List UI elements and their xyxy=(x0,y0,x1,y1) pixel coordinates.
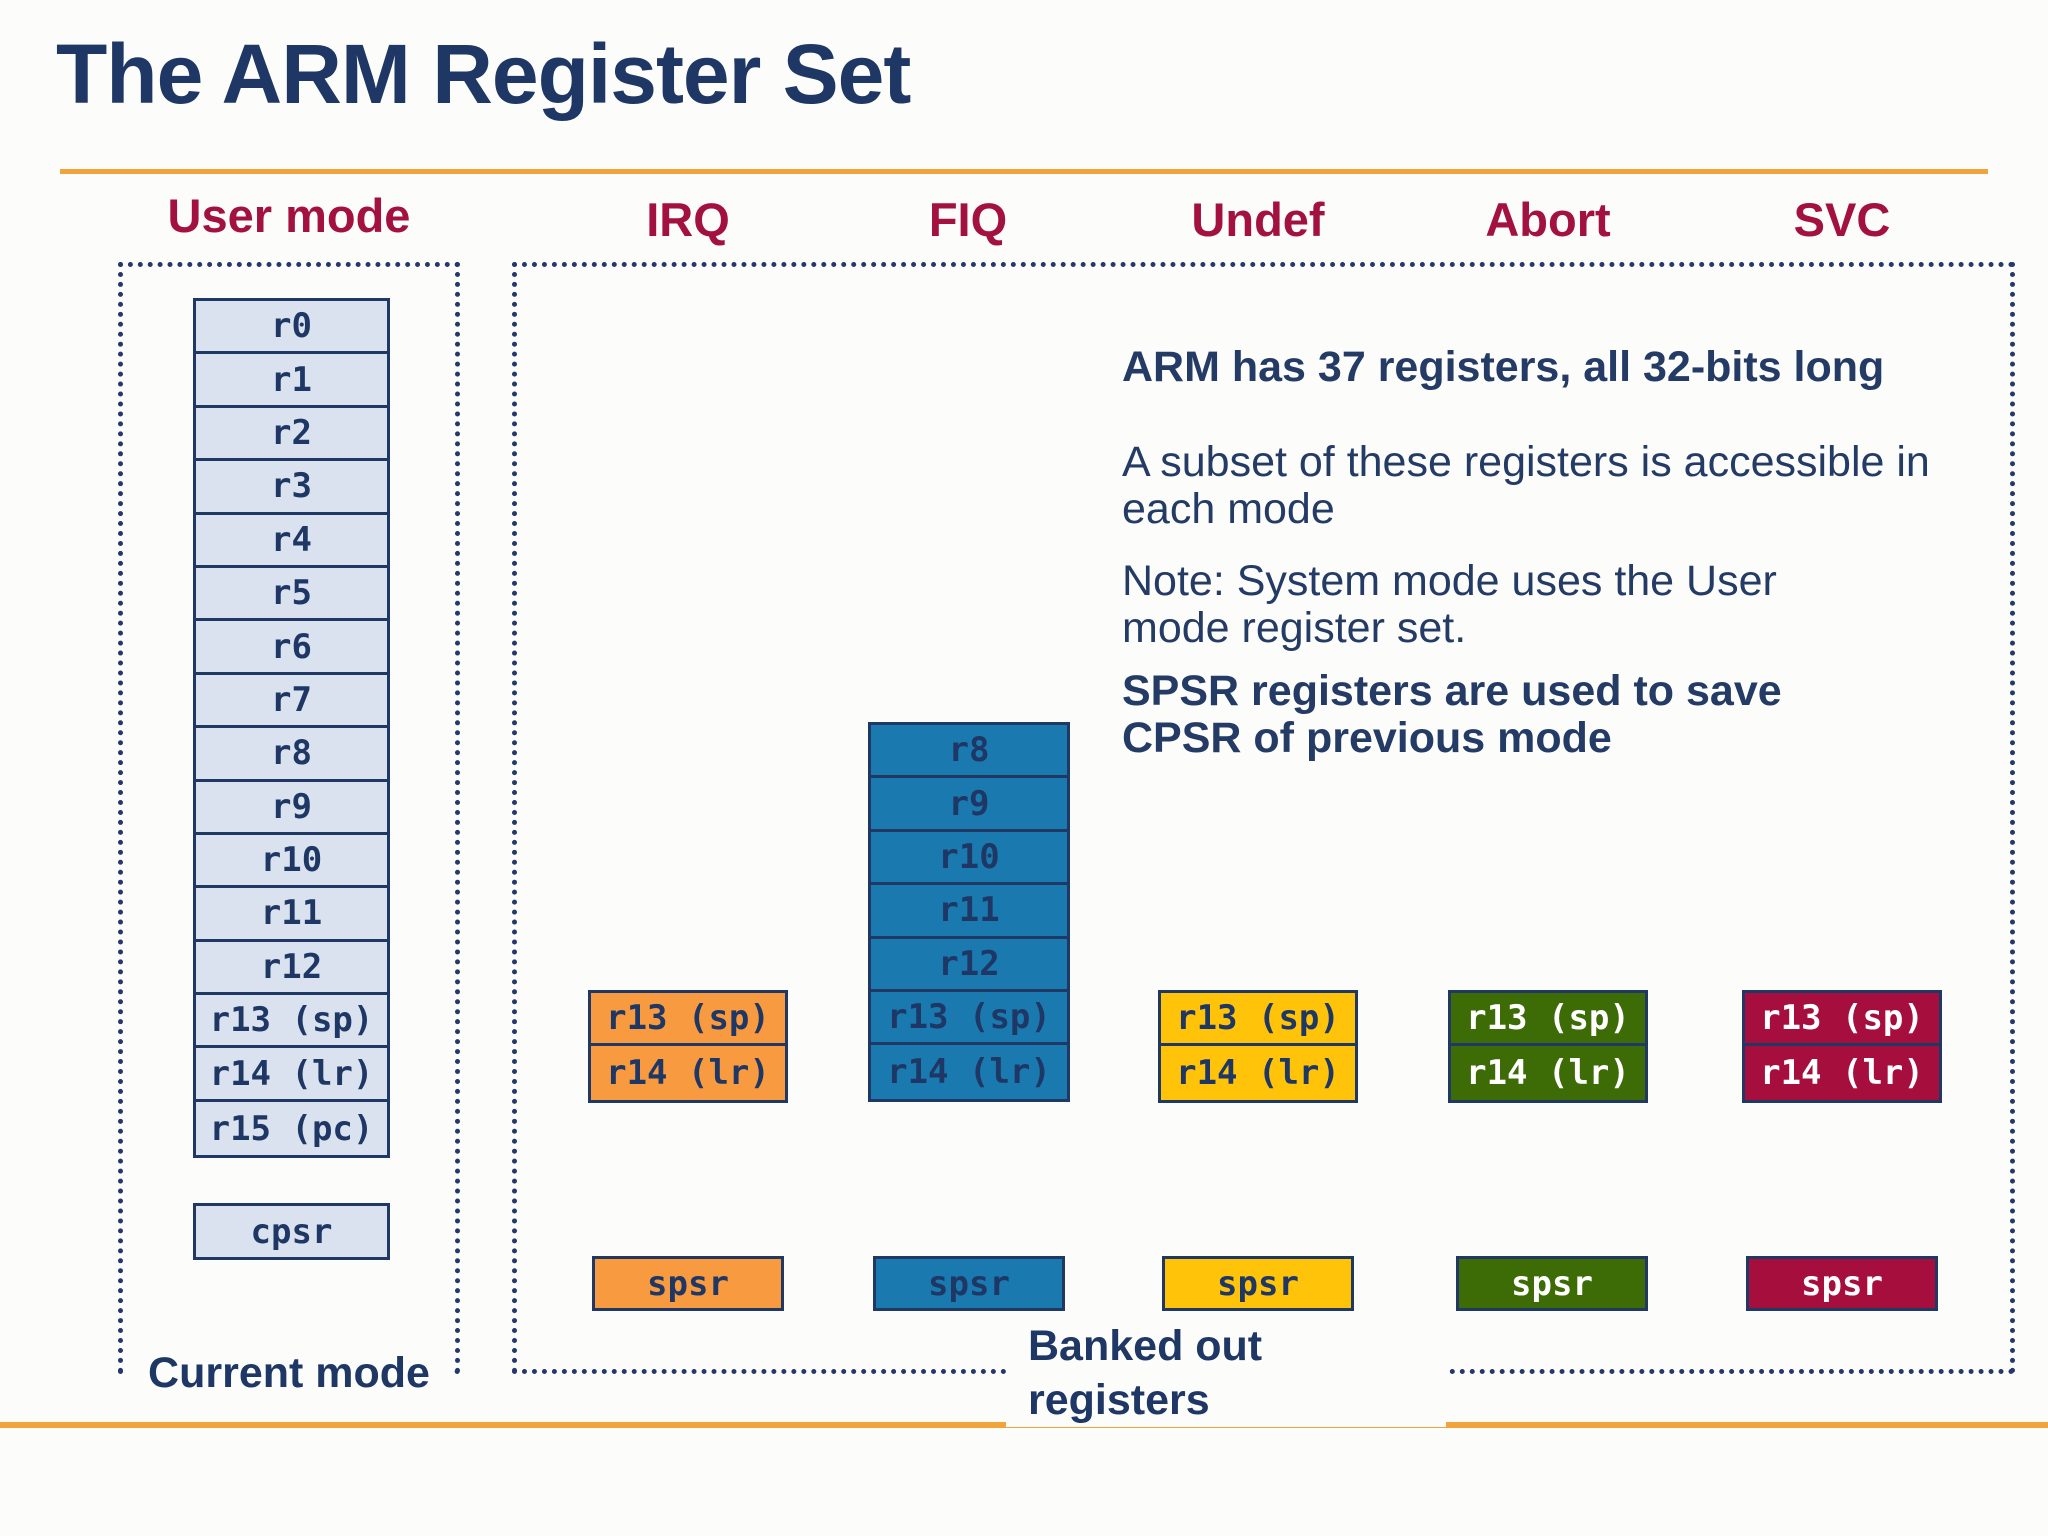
fiq-register-r9: r9 xyxy=(871,778,1067,832)
svc-register-r13: r13 (sp) xyxy=(1745,993,1939,1047)
user-register-r15: r15 (pc) xyxy=(209,1108,374,1149)
abort-spsr-box: spsr xyxy=(1456,1256,1648,1311)
user-register-r2: r2 xyxy=(196,408,387,462)
irq-register-r14: r14 (lr) xyxy=(606,1053,770,1094)
user-register-r4: r4 xyxy=(196,515,387,568)
fiq-register-r11: r11 xyxy=(871,885,1067,939)
fiq-register-r10: r10 xyxy=(871,832,1067,886)
note-subset: A subset of these registers is accessibl… xyxy=(1122,438,1930,533)
column-header-fiq: FIQ xyxy=(928,193,1008,246)
column-header-abort: Abort xyxy=(1485,193,1611,246)
undef-register-r13: r13 (sp) xyxy=(1161,993,1355,1047)
user-register-r6: r6 xyxy=(196,621,387,675)
user-register-r10: r10 xyxy=(196,835,387,889)
irq-banked-register-stack: r13 (sp) r14 (lr) xyxy=(588,990,788,1103)
current-mode-label: Current mode xyxy=(118,1346,460,1400)
fiq-register-r14: r14 (lr) xyxy=(887,1052,1051,1093)
svc-banked-register-stack: r13 (sp) r14 (lr) xyxy=(1742,990,1942,1103)
user-register-r14: r14 (lr) xyxy=(196,1048,387,1102)
undef-register-r14: r14 (lr) xyxy=(1176,1053,1340,1094)
banked-out-registers-label: Banked out registers xyxy=(1006,1319,1446,1427)
note-spsr: SPSR registers are used to save CPSR of … xyxy=(1122,667,1782,762)
slide-title: The ARM Register Set xyxy=(56,27,911,121)
fiq-register-r13: r13 (sp) xyxy=(871,992,1067,1046)
irq-spsr-box: spsr xyxy=(592,1256,784,1311)
user-mode-register-stack: r0 r1 r2 r3 r4 r5 r6 r7 r8 r9 r10 r11 r1… xyxy=(193,298,390,1159)
user-register-r7: r7 xyxy=(196,675,387,729)
column-header-svc: SVC xyxy=(1793,193,1891,246)
user-register-r5: r5 xyxy=(196,568,387,622)
user-register-r0: r0 xyxy=(196,301,387,355)
svc-spsr-box: spsr xyxy=(1746,1256,1938,1311)
note-system-mode: Note: System mode uses the User mode reg… xyxy=(1122,557,1777,652)
note-registers-count: ARM has 37 registers, all 32-bits long xyxy=(1122,343,1885,391)
fiq-register-r8: r8 xyxy=(871,725,1067,779)
user-cpsr-box: cpsr xyxy=(193,1203,390,1260)
fiq-spsr-box: spsr xyxy=(873,1256,1065,1311)
column-header-undef: Undef xyxy=(1191,193,1325,246)
top-accent-rule xyxy=(60,169,1988,174)
user-register-r12: r12 xyxy=(196,942,387,996)
notes-block: ARM has 37 registers, all 32-bits long A… xyxy=(1122,344,2012,787)
abort-register-r13: r13 (sp) xyxy=(1451,993,1645,1047)
undef-spsr-box: spsr xyxy=(1162,1256,1354,1311)
svc-register-r14: r14 (lr) xyxy=(1760,1053,1924,1094)
user-register-r3: r3 xyxy=(196,461,387,515)
column-header-user-mode: User mode xyxy=(167,189,411,242)
fiq-banked-register-stack: r8 r9 r10 r11 r12 r13 (sp) r14 (lr) xyxy=(868,722,1070,1102)
irq-register-r13: r13 (sp) xyxy=(591,993,785,1047)
column-header-irq: IRQ xyxy=(646,193,730,246)
user-register-r1: r1 xyxy=(196,354,387,408)
fiq-register-r12: r12 xyxy=(871,939,1067,992)
user-register-r9: r9 xyxy=(196,782,387,835)
user-register-r11: r11 xyxy=(196,888,387,942)
abort-register-r14: r14 (lr) xyxy=(1466,1053,1630,1094)
user-register-r13: r13 (sp) xyxy=(196,995,387,1049)
user-register-r8: r8 xyxy=(196,728,387,782)
undef-banked-register-stack: r13 (sp) r14 (lr) xyxy=(1158,990,1358,1103)
abort-banked-register-stack: r13 (sp) r14 (lr) xyxy=(1448,990,1648,1103)
